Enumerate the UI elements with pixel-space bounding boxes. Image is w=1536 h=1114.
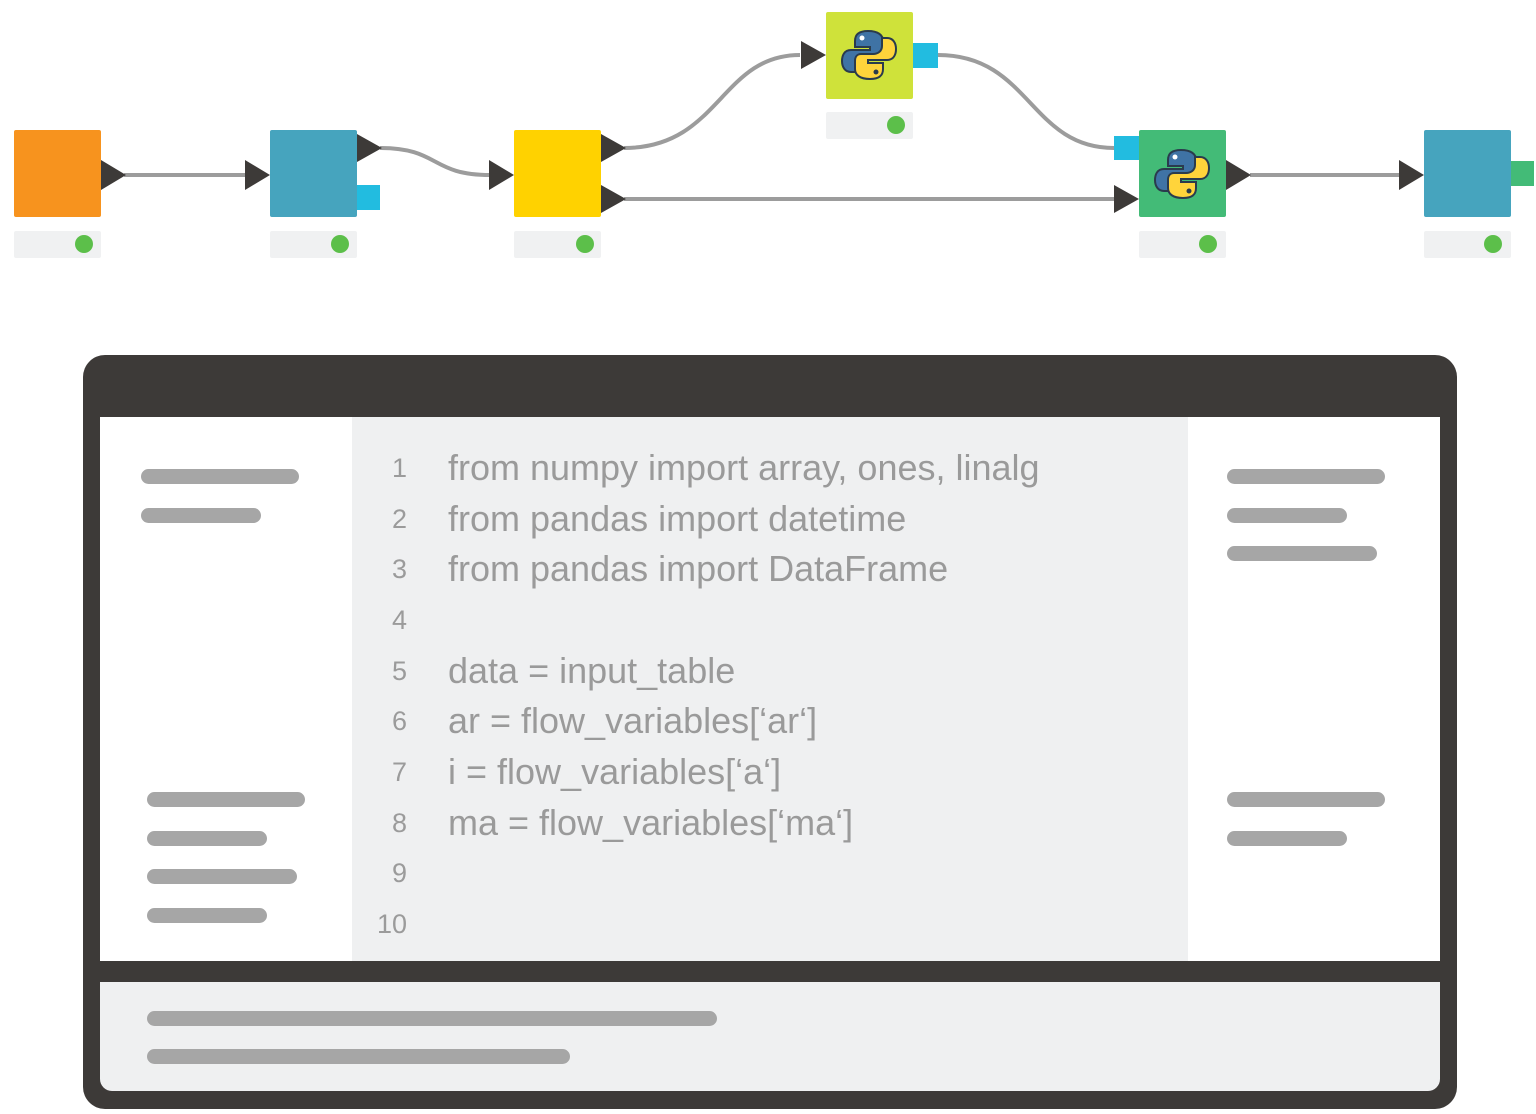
code-text: i = flow_variables[‘a‘] <box>448 751 782 792</box>
connection-2-3[interactable] <box>379 146 491 177</box>
code-line: 4 <box>352 595 1188 645</box>
output-port[interactable] <box>1511 161 1534 186</box>
connections <box>124 53 1400 201</box>
placeholder-text-bar <box>147 869 297 884</box>
left-panel <box>100 417 352 961</box>
node-source[interactable] <box>14 130 126 258</box>
node-teal-2[interactable] <box>1399 130 1534 258</box>
code-text: from pandas import DataFrame <box>448 548 949 589</box>
input-port[interactable] <box>245 160 270 190</box>
output-port-bottom[interactable] <box>601 185 626 213</box>
status-ok-icon <box>1199 235 1217 253</box>
placeholder-text-bar <box>147 831 267 846</box>
placeholder-text-bar <box>147 908 267 923</box>
editor-body: 1 from numpy import array, ones, linalg … <box>100 417 1440 961</box>
placeholder-text-bar <box>1227 469 1385 484</box>
output-port[interactable] <box>1226 160 1251 190</box>
code-text: ar = flow_variables[‘ar‘] <box>448 700 818 741</box>
line-number: 5 <box>391 656 407 686</box>
flow-variable-port[interactable] <box>913 43 938 68</box>
input-port[interactable] <box>489 160 514 190</box>
input-port[interactable] <box>1114 185 1139 213</box>
code-line: 3 from pandas import DataFrame <box>352 544 1188 594</box>
placeholder-text-bar <box>1227 792 1385 807</box>
flow-variable-port[interactable] <box>1114 136 1139 160</box>
output-port[interactable] <box>357 134 382 162</box>
script-editor-window: 1 from numpy import array, ones, linalg … <box>83 355 1457 1109</box>
line-number: 3 <box>391 554 407 584</box>
line-number: 8 <box>391 808 407 838</box>
code-line: 9 <box>352 848 1188 898</box>
console-panel <box>100 982 1440 1091</box>
line-number: 6 <box>391 706 407 736</box>
line-number: 7 <box>391 757 407 787</box>
code-line: 7 i = flow_variables[‘a‘] <box>352 747 1188 797</box>
input-port[interactable] <box>1399 160 1424 190</box>
code-line: 6 ar = flow_variables[‘ar‘] <box>352 696 1188 746</box>
code-line: 2 from pandas import datetime <box>352 494 1188 544</box>
line-number: 9 <box>391 858 407 888</box>
placeholder-text-bar <box>147 1011 717 1026</box>
status-ok-icon <box>1484 235 1502 253</box>
right-panel <box>1188 417 1440 961</box>
placeholder-text-bar <box>147 1049 570 1064</box>
code-editor[interactable]: 1 from numpy import array, ones, linalg … <box>352 417 1188 961</box>
code-text: data = input_table <box>448 650 736 691</box>
connection-3-4[interactable] <box>623 53 801 150</box>
line-number: 2 <box>391 504 407 534</box>
input-port[interactable] <box>801 41 826 69</box>
connection-4-5[interactable] <box>937 53 1115 150</box>
placeholder-text-bar <box>1227 831 1347 846</box>
status-ok-icon <box>75 235 93 253</box>
placeholder-text-bar <box>1227 546 1377 561</box>
output-port[interactable] <box>101 160 126 190</box>
placeholder-text-bar <box>141 469 299 484</box>
code-text: from pandas import datetime <box>448 498 907 539</box>
code-line: 8 ma = flow_variables[‘ma‘] <box>352 798 1188 848</box>
node-python-script[interactable] <box>801 12 938 139</box>
placeholder-text-bar <box>147 792 305 807</box>
line-number: 10 <box>376 909 407 939</box>
code-line: 1 from numpy import array, ones, linalg <box>352 443 1188 493</box>
status-ok-icon <box>576 235 594 253</box>
node-yellow[interactable] <box>489 130 626 258</box>
node-python-script-merge[interactable] <box>1114 130 1251 258</box>
output-port-top[interactable] <box>601 134 626 162</box>
status-ok-icon <box>331 235 349 253</box>
line-number: 4 <box>391 605 407 635</box>
flow-variable-port[interactable] <box>357 185 380 210</box>
line-number: 1 <box>391 453 407 483</box>
code-text: ma = flow_variables[‘ma‘] <box>448 802 854 843</box>
placeholder-text-bar <box>141 508 261 523</box>
code-line: 10 <box>352 899 1188 949</box>
placeholder-text-bar <box>1227 508 1347 523</box>
workflow-diagram <box>14 12 1534 258</box>
node-teal-1[interactable] <box>245 130 382 258</box>
code-text: from numpy import array, ones, linalg <box>448 447 1040 488</box>
code-line: 5 data = input_table <box>352 646 1188 696</box>
status-ok-icon <box>887 116 905 134</box>
